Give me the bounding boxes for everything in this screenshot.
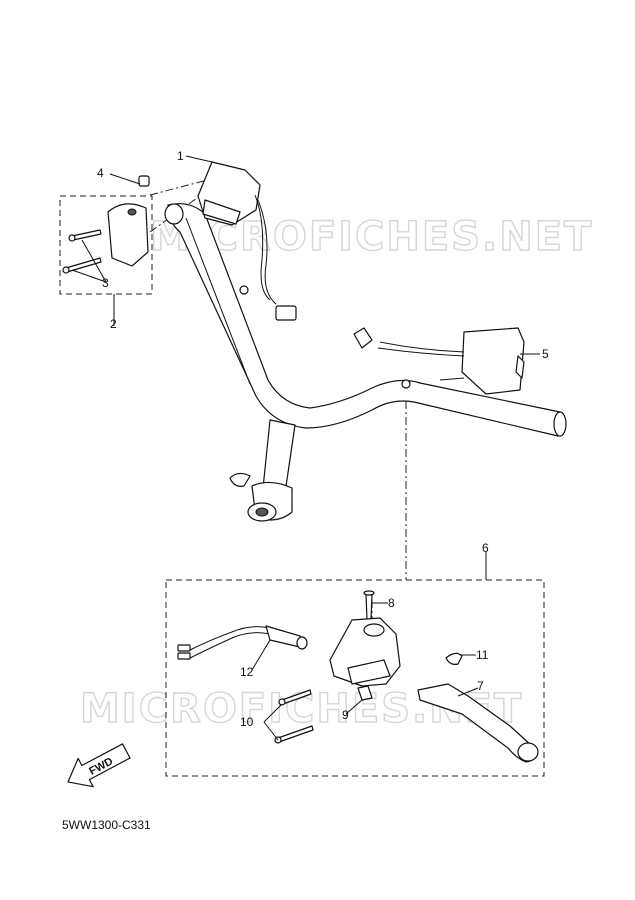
brake-switch [177, 625, 308, 660]
diagram-code: 5WW1300-C331 [62, 818, 151, 832]
callout-11: 11 [476, 648, 489, 662]
callout-10: 10 [240, 715, 254, 729]
left-cover-assembly [62, 175, 150, 274]
handlebar [164, 203, 567, 522]
forward-label: FWD [87, 755, 115, 777]
callout-1: 1 [177, 149, 184, 163]
left-switch-housing [197, 161, 297, 321]
master-bracket [274, 590, 401, 744]
callout-8: 8 [388, 596, 395, 610]
brake-lever [417, 652, 539, 763]
callout-3: 3 [102, 276, 109, 290]
callout-4: 4 [97, 166, 104, 180]
group-box-2 [59, 195, 153, 295]
right-switch-assembly [353, 327, 525, 395]
forward-arrow-icon: FWD [67, 743, 131, 788]
callout-9: 9 [342, 708, 349, 722]
leader-lines [71, 155, 540, 741]
callout-6: 6 [482, 541, 489, 555]
callout-12: 12 [240, 665, 254, 679]
group-box-6 [165, 579, 545, 777]
callout-5: 5 [542, 347, 549, 361]
callout-2: 2 [110, 317, 117, 331]
callout-7: 7 [477, 679, 484, 693]
